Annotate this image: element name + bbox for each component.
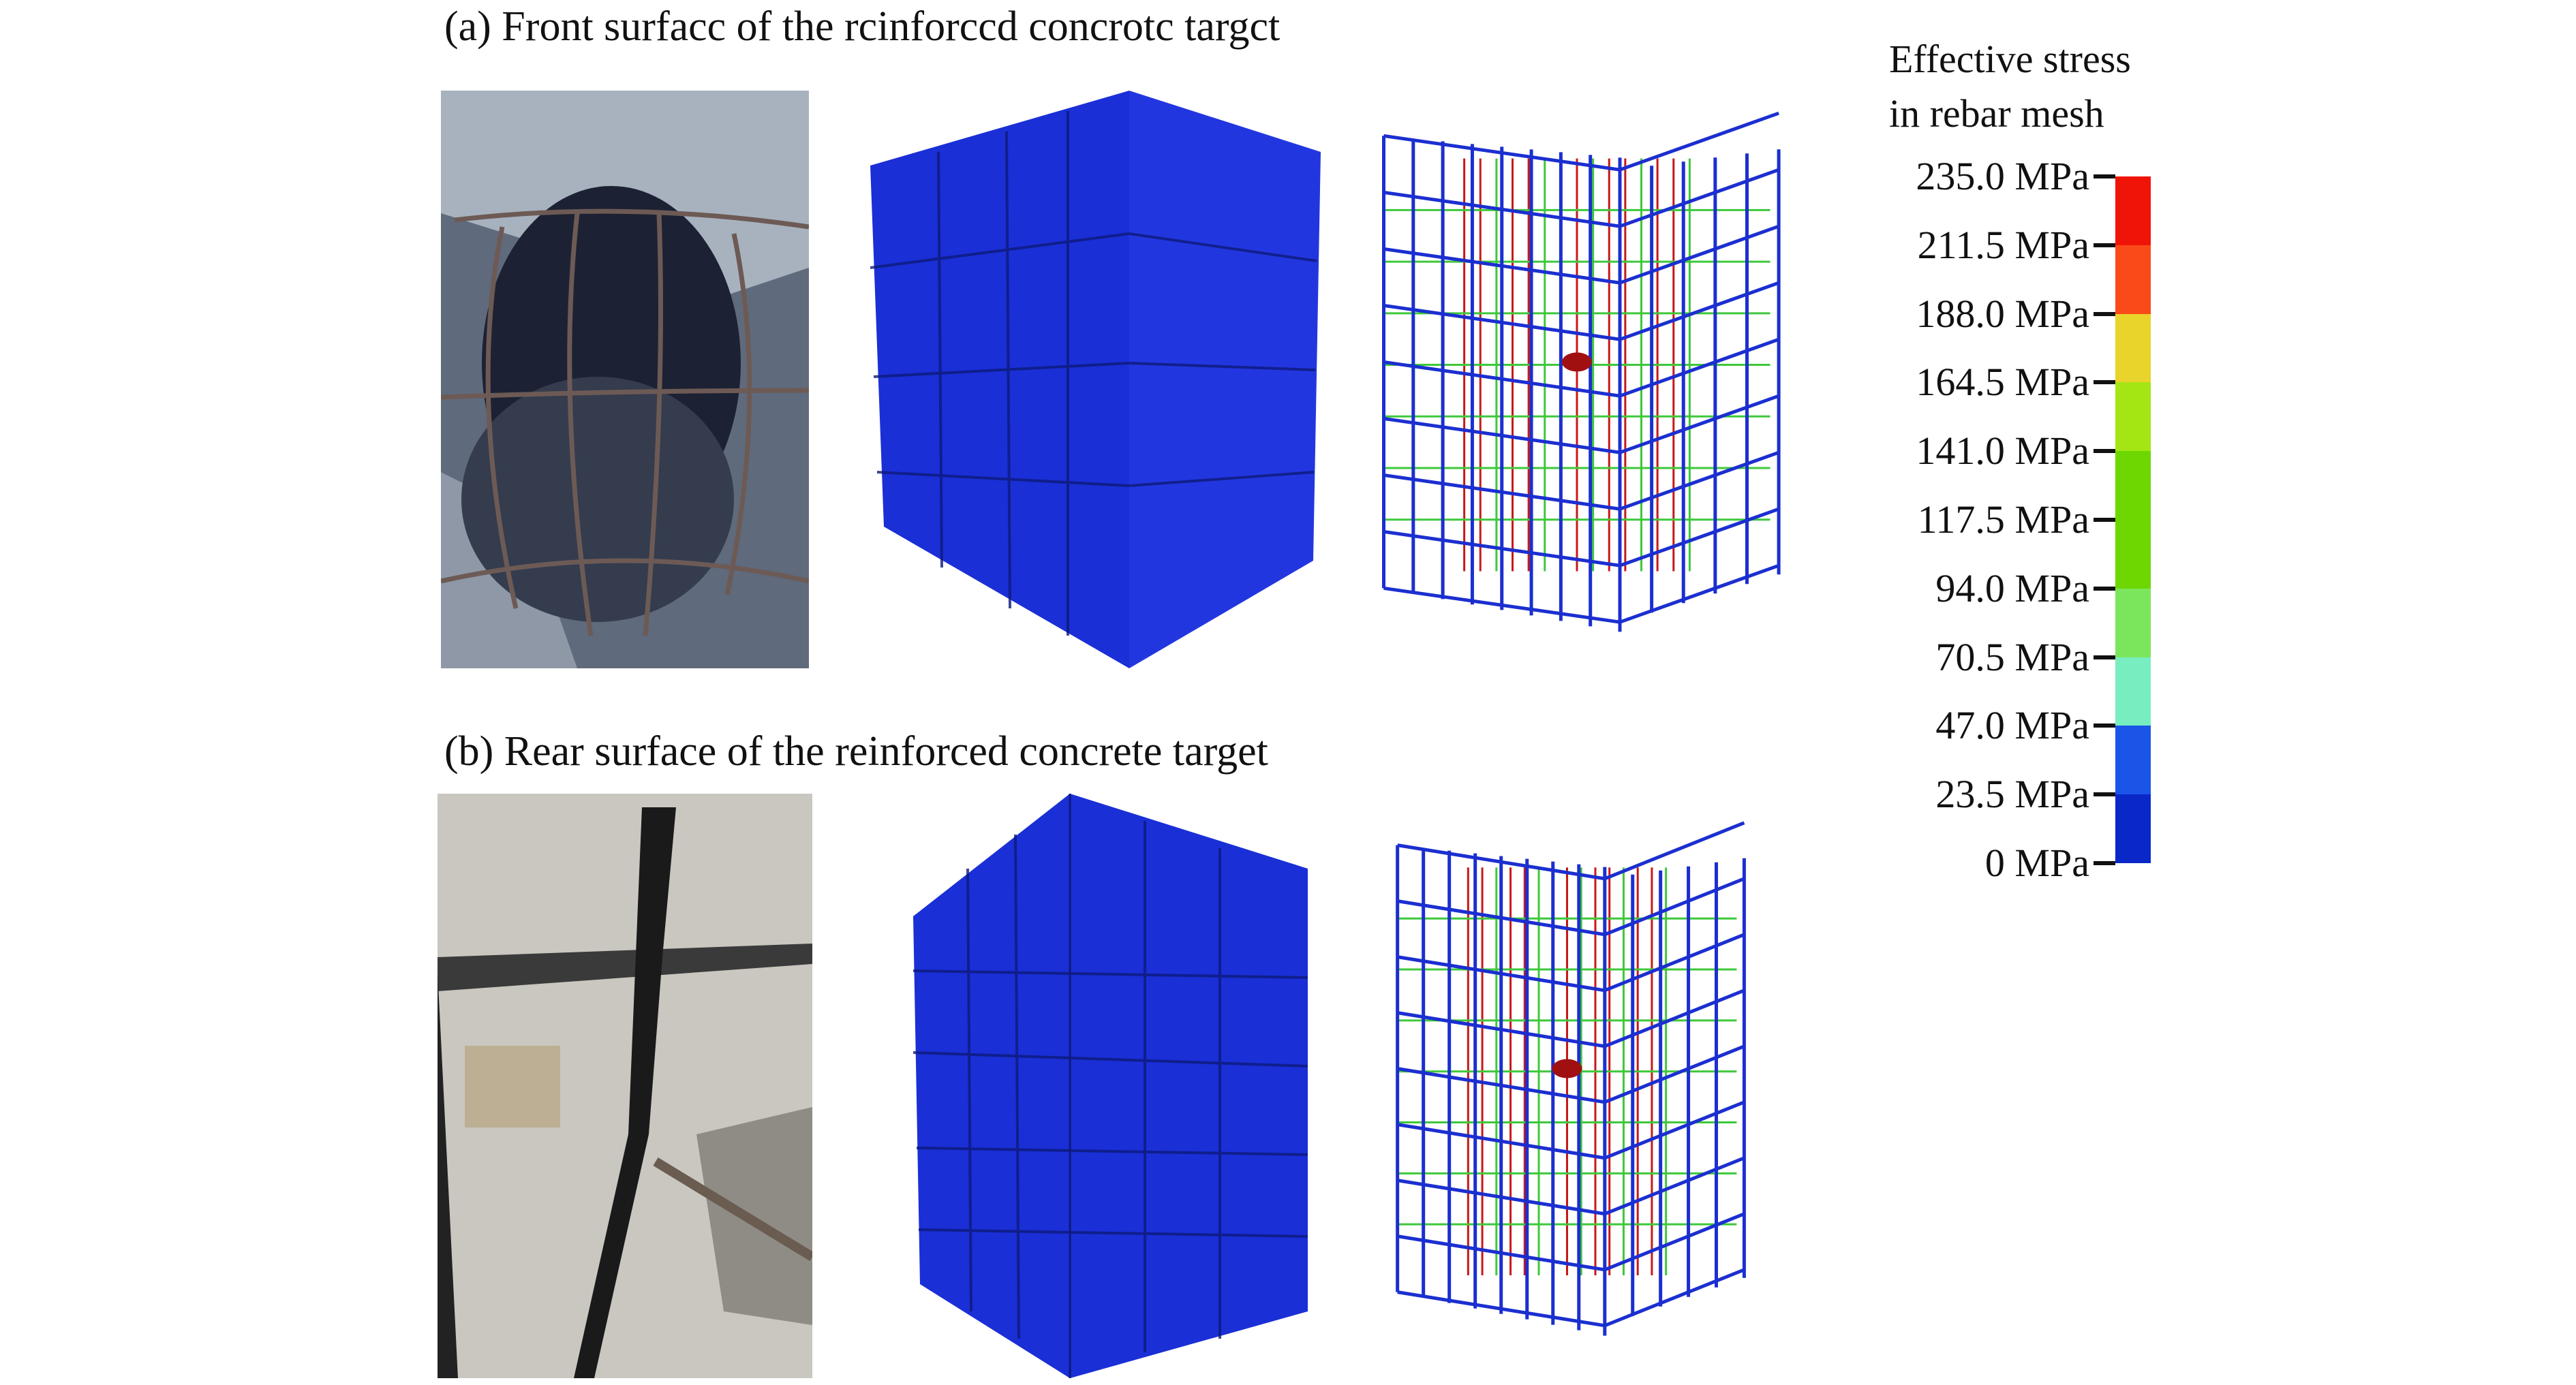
- rebar-line: [1397, 1234, 1606, 1272]
- rebar-line: [1619, 111, 1779, 172]
- rebar-line: [1604, 1044, 1745, 1104]
- legend-title-line1: Effective stress: [1889, 37, 2131, 81]
- rebar-line: [1397, 1067, 1606, 1104]
- colorbar-tick-label: 188.0 MPa: [1916, 291, 2089, 336]
- colorbar-tick-label: 70.5 MPa: [1935, 634, 2089, 679]
- rebar-line: [1604, 821, 1745, 881]
- colorbar-band: [2115, 245, 2151, 314]
- rebar-line: [1619, 394, 1779, 454]
- legend-title-line2: in rebar mesh: [1889, 91, 2104, 136]
- colorbar-band: [2115, 382, 2151, 452]
- colorbar-tick-mark: [2094, 518, 2115, 522]
- stress-colorbar: [2115, 176, 2151, 863]
- colorbar-tick-mark: [2094, 723, 2115, 728]
- colorbar-tick-label: 23.5 MPa: [1935, 772, 2089, 817]
- colorbar-tick-label: 141.0 MPa: [1916, 429, 2089, 473]
- colorbar-band: [2115, 794, 2151, 863]
- colorbar-tick-mark: [2094, 311, 2115, 316]
- rebar-line: [1604, 877, 1745, 937]
- colorbar-tick-mark: [2094, 586, 2115, 591]
- colorbar-band: [2115, 588, 2151, 657]
- impact-zone: [1562, 352, 1592, 372]
- rebar-line: [1604, 1100, 1745, 1160]
- rebar-line: [1619, 224, 1779, 285]
- colorbar-tick-label: 164.5 MPa: [1916, 360, 2089, 405]
- rebar-line: [1619, 337, 1779, 398]
- rebar-line: [1619, 507, 1779, 567]
- rebar-line: [1397, 1179, 1606, 1216]
- rebar-line: [1383, 473, 1621, 511]
- front-photo: [441, 91, 809, 668]
- rebar-line: [1604, 1212, 1745, 1272]
- colorbar-band: [2115, 313, 2151, 383]
- colorbar-tick-mark: [2094, 380, 2115, 385]
- rebar-line: [1383, 529, 1621, 567]
- colorbar-tick-label: 94.0 MPa: [1935, 565, 2089, 610]
- colorbar-tick-mark: [2094, 243, 2115, 247]
- rebar-line: [1619, 168, 1779, 228]
- rebar-line: [1619, 563, 1779, 624]
- colorbar-tick-label: 47.0 MPa: [1935, 703, 2089, 748]
- caption-rear-surface: (b) Rear surface of the reinforced concr…: [444, 728, 1268, 775]
- front-simulation-rebar-mesh: [1362, 91, 1792, 656]
- rear-photo: [438, 794, 812, 1378]
- rear-simulation-rebar-mesh: [1379, 800, 1755, 1359]
- rebar-line: [1604, 933, 1745, 993]
- rebar-line: [1619, 281, 1779, 341]
- rebar-line: [1397, 1123, 1606, 1160]
- colorbar-tick-label: 211.5 MPa: [1917, 222, 2089, 267]
- colorbar-tick-mark: [2094, 655, 2115, 659]
- colorbar-band: [2115, 519, 2151, 589]
- rebar-line: [1619, 450, 1779, 511]
- rebar-line: [1383, 416, 1621, 454]
- rebar-line: [1397, 1290, 1606, 1328]
- colorbar-band: [2115, 726, 2151, 795]
- rebar-line: [1604, 989, 1745, 1048]
- colorbar-tick-label: 235.0 MPa: [1916, 154, 2089, 198]
- colorbar-tick-mark: [2094, 861, 2115, 865]
- impact-zone: [1552, 1059, 1582, 1078]
- colorbar-tick-mark: [2094, 449, 2115, 454]
- caption-front-surface: (a) Front surfacc of the rcinforccd conc…: [444, 3, 1281, 50]
- rebar-line: [1383, 360, 1621, 398]
- colorbar-band: [2115, 176, 2151, 245]
- rebar-line: [1383, 586, 1621, 624]
- colorbar-tick-mark: [2094, 792, 2115, 797]
- colorbar-band: [2115, 451, 2151, 520]
- colorbar-tick-label: 117.5 MPa: [1917, 497, 2089, 542]
- rebar-line: [1604, 1268, 1745, 1328]
- colorbar-band: [2115, 657, 2151, 726]
- colorbar-tick-mark: [2094, 174, 2115, 178]
- front-simulation-concrete: [870, 91, 1321, 668]
- rear-simulation-concrete: [913, 794, 1308, 1378]
- colorbar-tick-label: 0 MPa: [1984, 841, 2089, 885]
- rebar-line: [1604, 1156, 1745, 1216]
